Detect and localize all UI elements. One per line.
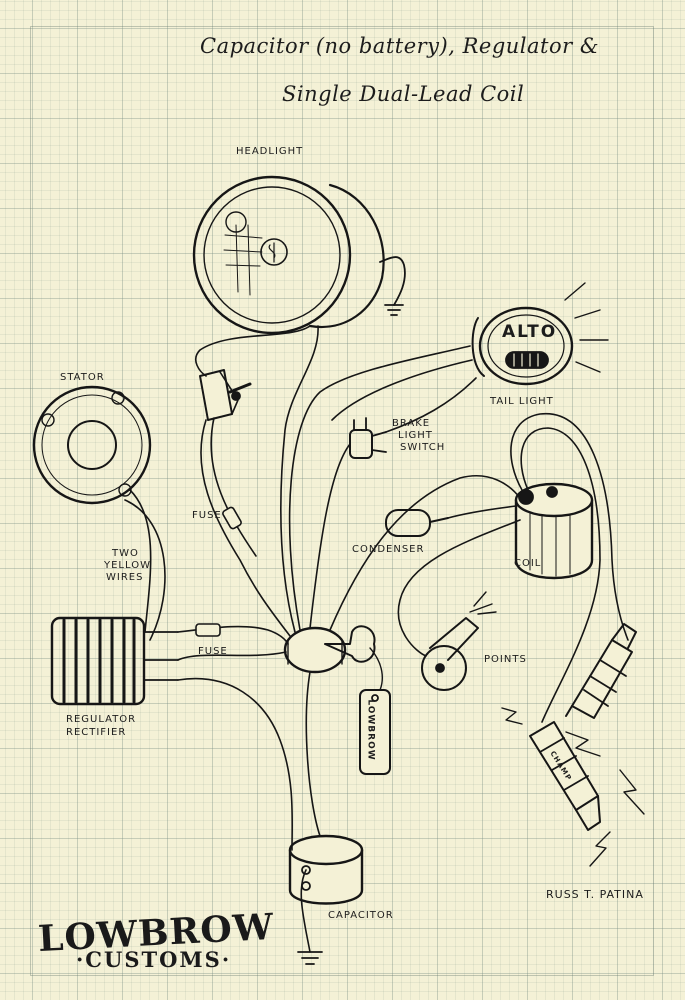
capacitor-icon bbox=[288, 834, 364, 965]
regulator-label-2: RECTIFIER bbox=[66, 727, 127, 738]
points-label: POINTS bbox=[484, 654, 527, 665]
fuse-upper-icon bbox=[222, 506, 242, 530]
stator-icon bbox=[32, 385, 152, 505]
key-tag-text: LOWBROW bbox=[365, 699, 376, 761]
coil-icon bbox=[514, 482, 594, 580]
stator-label: STATOR bbox=[60, 372, 105, 383]
taillight-icon bbox=[471, 282, 609, 386]
regulator-rectifier-icon bbox=[50, 616, 179, 706]
capacitor-label: CAPACITOR bbox=[328, 910, 394, 921]
taillight-badge: ALTO bbox=[502, 322, 558, 342]
coil-label: COIL bbox=[514, 558, 542, 569]
fuse-lower-label: FUSE bbox=[198, 646, 228, 657]
headlight-label: HEADLIGHT bbox=[236, 146, 304, 157]
taillight-label: TAIL LIGHT bbox=[490, 396, 554, 407]
brake-switch-label-2: LIGHT bbox=[398, 430, 433, 441]
condenser-label: CONDENSER bbox=[352, 544, 425, 555]
logo-subline: ·CUSTOMS· bbox=[76, 947, 232, 972]
two-yellow-wires-label-3: WIRES bbox=[106, 572, 144, 583]
ignition-switch-icon bbox=[283, 625, 391, 775]
headlight-icon bbox=[192, 175, 406, 335]
brake-switch-label-1: BRAKE bbox=[392, 418, 431, 429]
two-yellow-wires-label-2: YELLOW bbox=[104, 560, 151, 571]
title-line-1: Capacitor (no battery), Regulator & bbox=[200, 34, 600, 58]
wires bbox=[124, 325, 629, 953]
fuse-lower-icon bbox=[195, 623, 221, 637]
spark-plug-lower-icon bbox=[529, 721, 601, 831]
title-line-2: Single Dual-Lead Coil bbox=[282, 82, 525, 106]
toggle-switch-icon bbox=[199, 369, 252, 421]
spark-bolt-icons bbox=[501, 707, 645, 867]
fuse-upper-label: FUSE bbox=[192, 510, 222, 521]
brake-switch-label-3: SWITCH bbox=[400, 442, 446, 453]
spark-plug-upper-icon bbox=[565, 623, 637, 719]
regulator-label-1: REGULATOR bbox=[66, 714, 137, 725]
points-icon bbox=[421, 591, 497, 691]
artist-signature: RUSS T. PATINA bbox=[546, 888, 644, 901]
two-yellow-wires-label-1: TWO bbox=[112, 548, 139, 559]
brake-switch-icon bbox=[349, 417, 387, 459]
